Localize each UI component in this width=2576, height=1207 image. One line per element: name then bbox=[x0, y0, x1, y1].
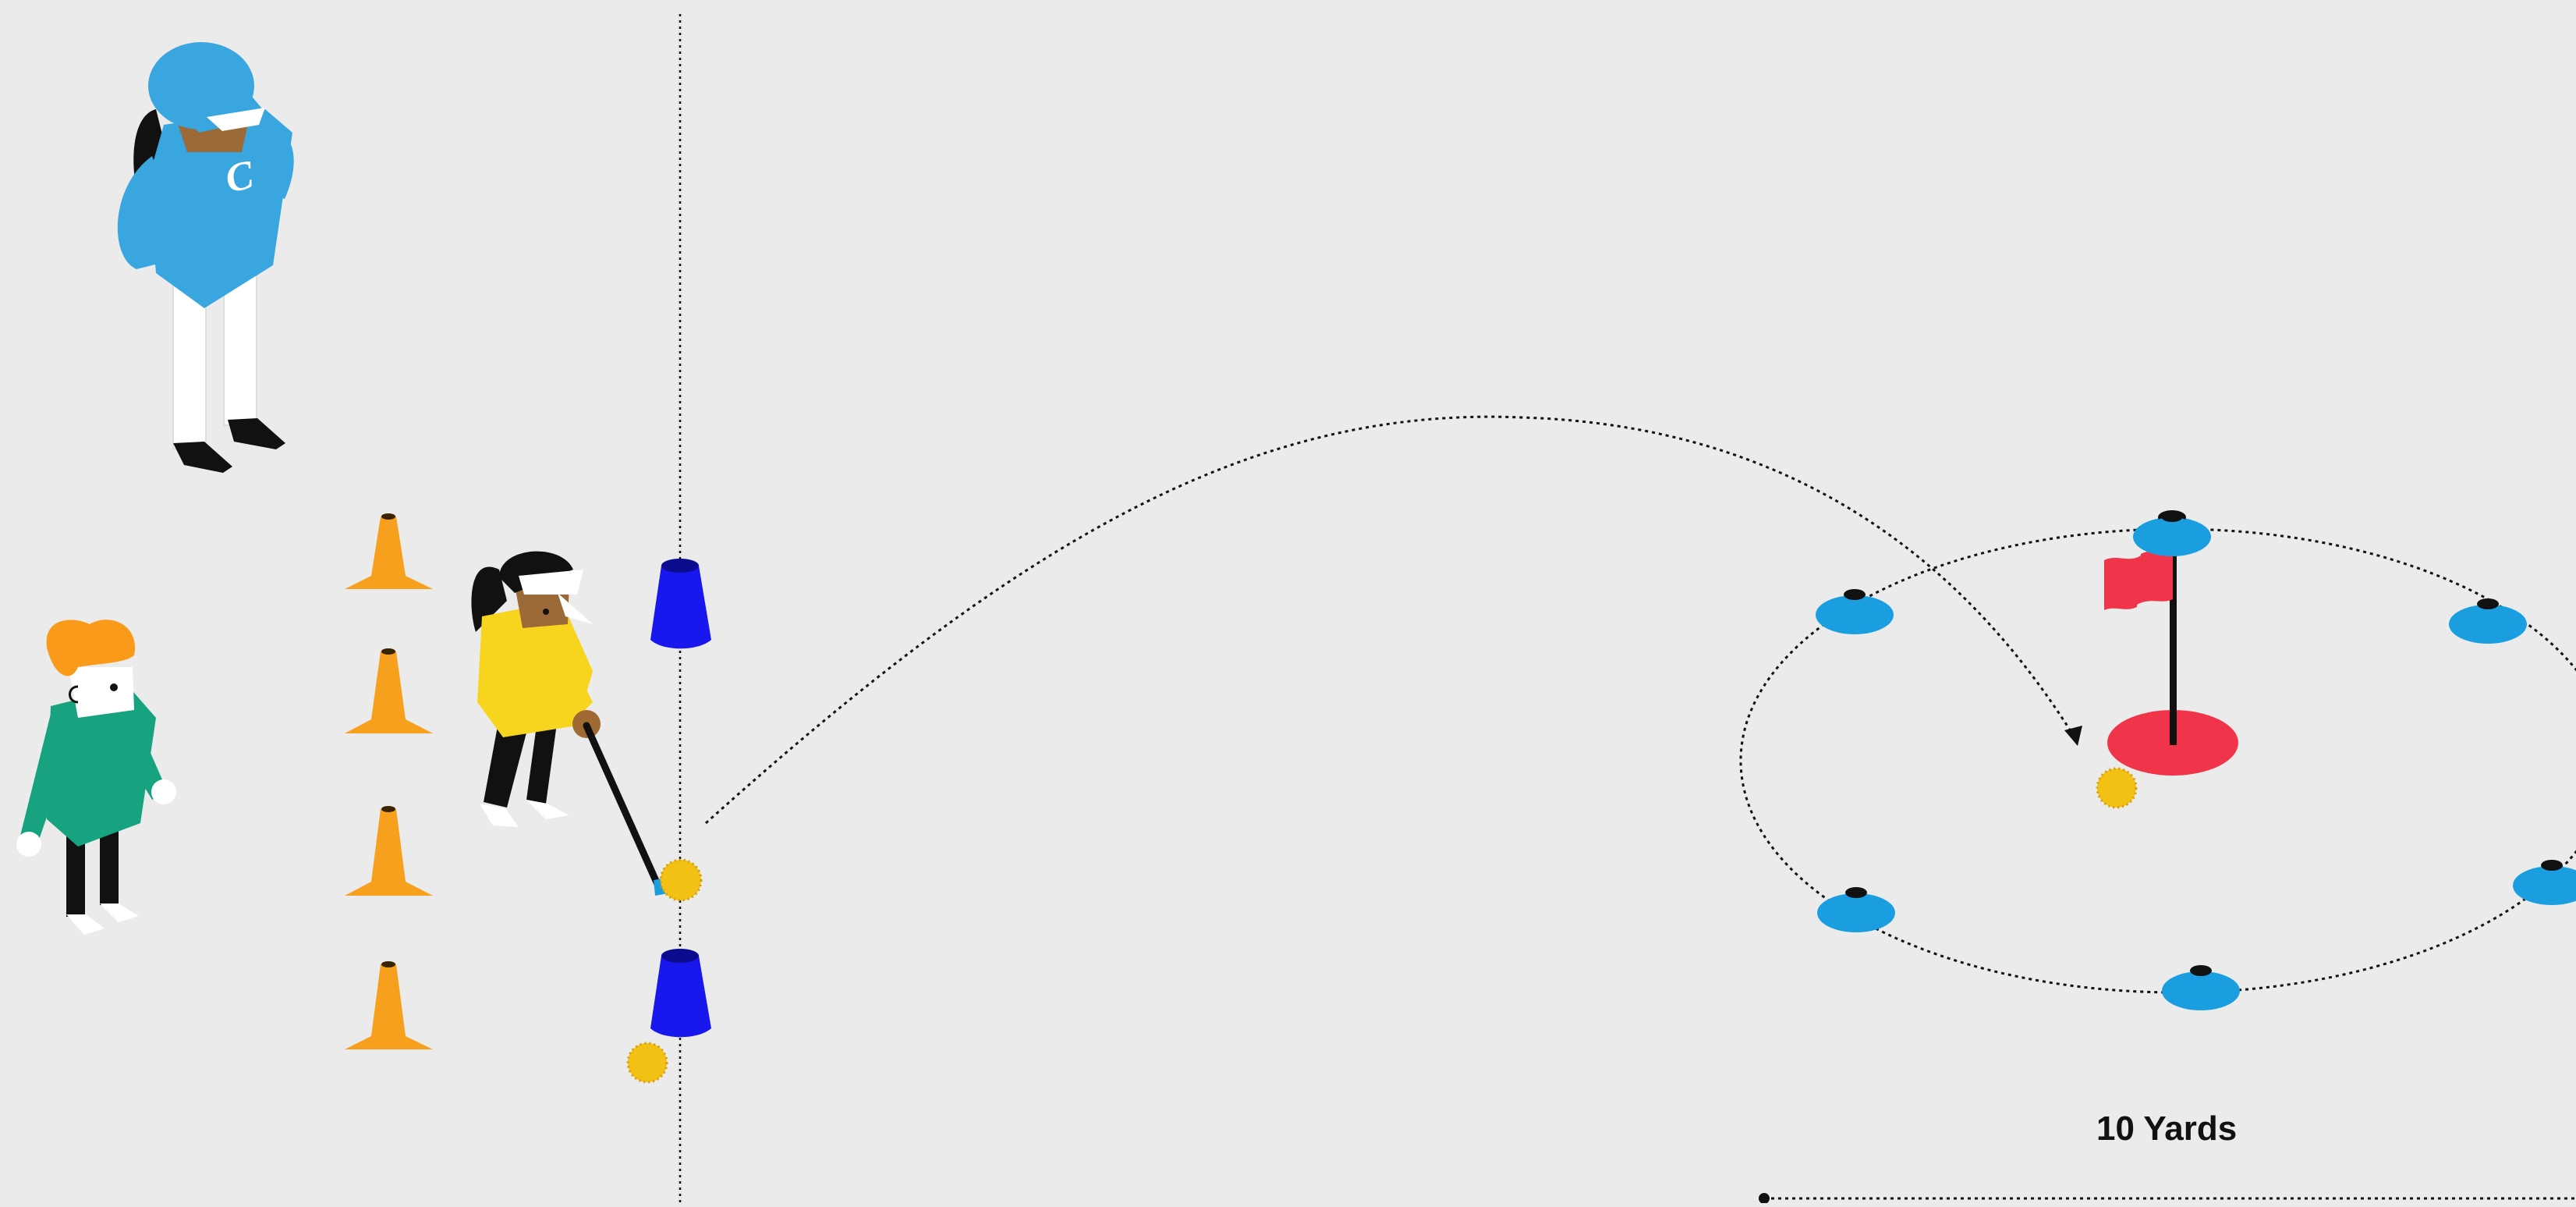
golf-ball bbox=[626, 1042, 668, 1084]
coach-figure: C bbox=[117, 42, 294, 473]
disc-cone bbox=[2449, 598, 2527, 644]
flag bbox=[2104, 546, 2238, 776]
golfer-figure bbox=[471, 551, 680, 896]
golf-ball bbox=[2096, 767, 2138, 809]
disc-cone bbox=[1816, 589, 1894, 634]
disc-cone bbox=[1817, 887, 1895, 932]
orange-cone bbox=[345, 513, 433, 589]
blue-cone bbox=[650, 559, 711, 649]
disc-cone bbox=[2513, 860, 2576, 905]
ball-flight-path bbox=[704, 415, 2076, 825]
waiting-player-figure bbox=[16, 619, 176, 935]
golf-ball bbox=[659, 858, 703, 902]
path-arrowhead bbox=[2064, 726, 2082, 746]
distance-label: 10 Yards bbox=[2096, 1109, 2238, 1148]
orange-cone bbox=[345, 961, 433, 1049]
blue-cone bbox=[650, 949, 711, 1038]
orange-cone bbox=[345, 806, 433, 896]
orange-cone bbox=[345, 648, 433, 733]
disc-cone bbox=[2133, 510, 2211, 556]
disc-cone bbox=[2162, 965, 2240, 1010]
distance-line-endpoint bbox=[1759, 1193, 1770, 1204]
